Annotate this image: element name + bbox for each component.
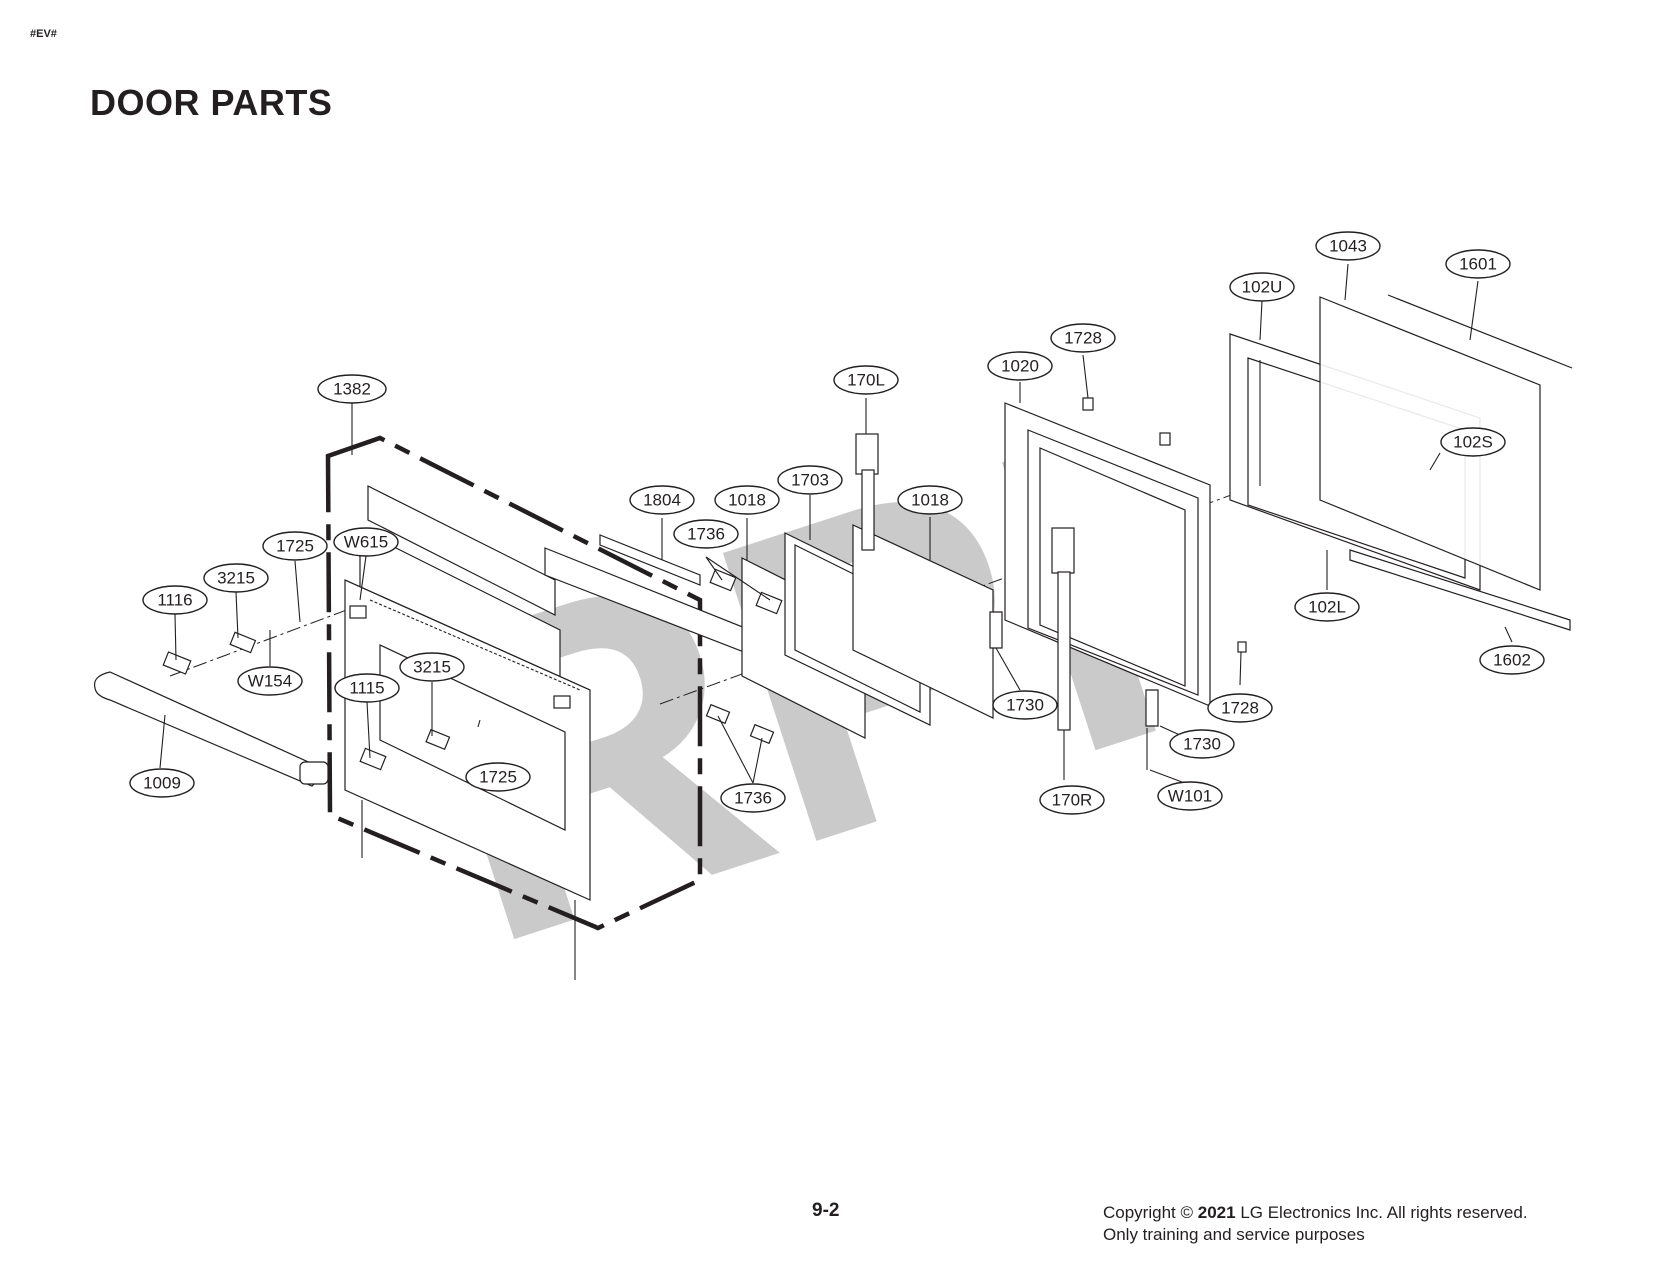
svg-text:1601: 1601: [1459, 255, 1497, 274]
svg-text:1736: 1736: [734, 789, 772, 808]
part-hinge-right: [1051, 527, 1075, 731]
leader-lines: [159, 263, 1513, 784]
svg-text:1730: 1730: [1183, 735, 1221, 754]
callout-170l: 170L: [833, 365, 899, 395]
svg-text:1116: 1116: [157, 591, 192, 610]
callout-102l: 102L: [1294, 592, 1360, 622]
callout-1804: 1804: [629, 485, 695, 515]
callout-1725-upper: 1725: [262, 531, 328, 561]
svg-text:102L: 102L: [1308, 598, 1346, 617]
part-outer-glass: [1319, 294, 1573, 591]
svg-text:1602: 1602: [1493, 651, 1531, 670]
svg-text:102U: 102U: [1242, 278, 1283, 297]
svg-text:1382: 1382: [333, 380, 371, 399]
callout-1725-lower: 1725: [465, 762, 531, 792]
callout-102u: 102U: [1229, 272, 1295, 302]
callout-1728-upper: 1728: [1050, 323, 1116, 353]
svg-text:102S: 102S: [1453, 433, 1493, 452]
svg-text:1728: 1728: [1064, 329, 1102, 348]
part-lower-brackets: [989, 611, 1247, 770]
svg-text:1020: 1020: [1001, 357, 1039, 376]
part-glass-frame: [784, 524, 994, 726]
svg-text:W615: W615: [344, 533, 388, 552]
part-hinge-left: [855, 433, 879, 551]
callout-1601: 1601: [1445, 249, 1511, 279]
callout-1043: 1043: [1315, 231, 1381, 261]
svg-text:1730: 1730: [1006, 696, 1044, 715]
svg-text:1018: 1018: [911, 491, 949, 510]
svg-text:W101: W101: [1168, 787, 1212, 806]
page-title: DOOR PARTS: [90, 82, 333, 123]
callout-1736-upper: 1736: [673, 519, 739, 549]
svg-text:1018: 1018: [728, 491, 766, 510]
callout-3215-lower: 3215: [399, 652, 465, 682]
svg-text:1115: 1115: [349, 679, 384, 698]
document-tag: #EV#: [30, 28, 57, 40]
svg-text:1009: 1009: [143, 774, 181, 793]
svg-text:3215: 3215: [413, 658, 451, 677]
svg-text:1736: 1736: [687, 525, 725, 544]
svg-text:1728: 1728: [1221, 699, 1259, 718]
callout-170r: 170R: [1039, 785, 1105, 815]
callout-1703: 1703: [777, 465, 843, 495]
svg-text:3215: 3215: [217, 569, 255, 588]
callout-1728-lower: 1728: [1207, 693, 1273, 723]
copyright-year: 2021: [1197, 1203, 1236, 1222]
part-handle: [93, 671, 329, 787]
part-bottom-rail: [1349, 549, 1571, 631]
svg-text:1725: 1725: [276, 537, 314, 556]
callout-1116: 1116: [142, 585, 208, 615]
callout-1115: 1115: [334, 673, 400, 703]
callout-1009: 1009: [129, 768, 195, 798]
callout-102s: 102S: [1440, 427, 1506, 457]
callout-1018-left: 1018: [714, 485, 780, 515]
svg-text:1804: 1804: [643, 491, 681, 510]
part-lower-clips: [705, 703, 775, 745]
part-channel: [544, 534, 776, 665]
svg-text:170L: 170L: [847, 371, 885, 390]
svg-text:1725: 1725: [479, 768, 517, 787]
callout-1382: 1382: [317, 374, 387, 404]
callout-1730-left: 1730: [992, 690, 1058, 720]
callout-w615: W615: [333, 527, 399, 557]
callout-1018-right: 1018: [897, 485, 963, 515]
usage-notice: Only training and service purposes: [1103, 1225, 1365, 1244]
callout-1020: 1020: [987, 351, 1053, 381]
page-number: 9-2: [812, 1200, 840, 1221]
svg-text:1043: 1043: [1329, 237, 1367, 256]
svg-text:1703: 1703: [791, 471, 829, 490]
copyright-notice: Copyright © 2021 LG Electronics Inc. All…: [1103, 1202, 1528, 1246]
callout-3215-upper: 3215: [203, 563, 269, 593]
callout-1736-lower: 1736: [720, 783, 786, 813]
svg-text:W154: W154: [248, 672, 292, 691]
callout-1602: 1602: [1479, 645, 1545, 675]
callout-w101: W101: [1157, 781, 1223, 811]
copyright-prefix: Copyright ©: [1103, 1203, 1194, 1222]
callout-1730-right: 1730: [1169, 729, 1235, 759]
callout-w154: W154: [237, 666, 303, 696]
copyright-suffix: LG Electronics Inc. All rights reserved.: [1240, 1203, 1528, 1222]
svg-text:170R: 170R: [1052, 791, 1093, 810]
